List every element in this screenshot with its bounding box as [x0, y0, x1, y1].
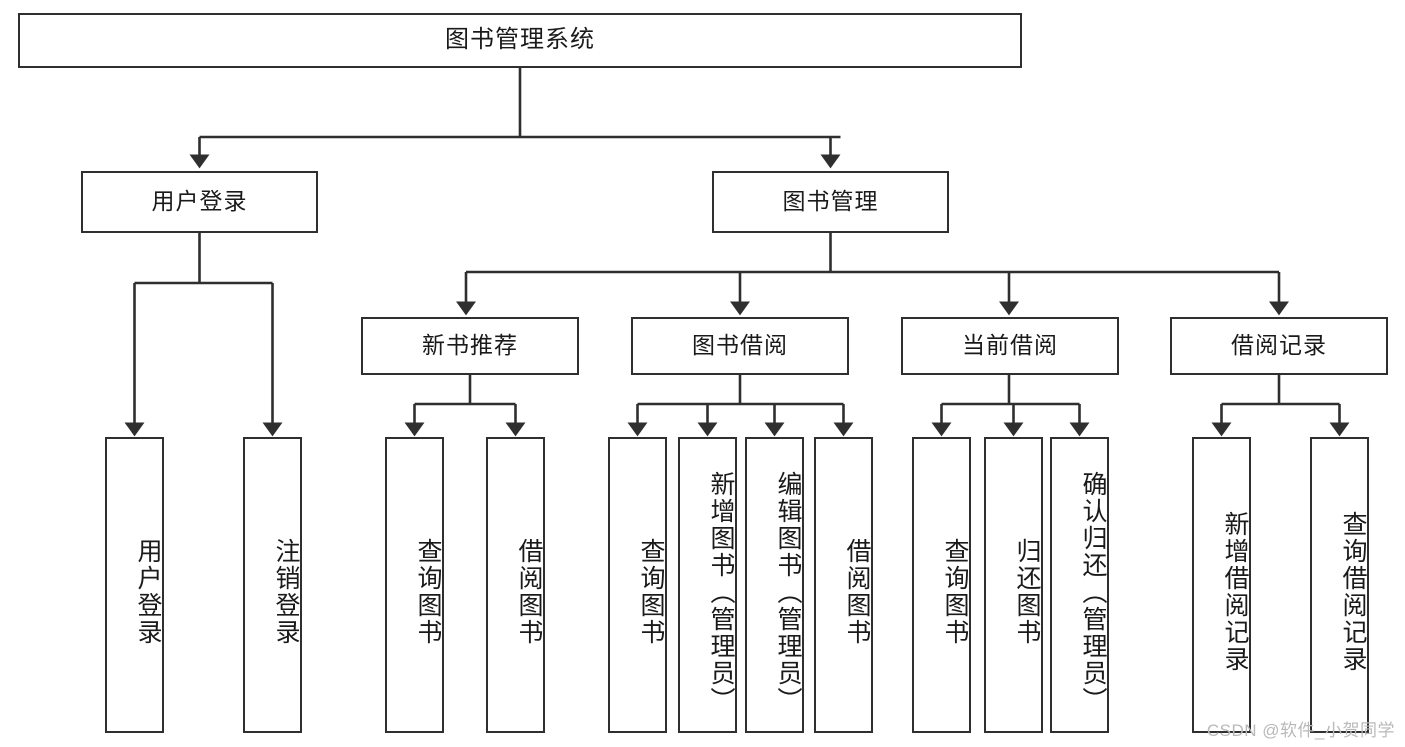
node-user-login[interactable]: 用户登录 [81, 171, 318, 233]
leaf-label: 查询图书 [637, 538, 665, 646]
node-leaf-return-book[interactable]: 归还图书 [984, 437, 1043, 733]
leaf-label: 归还图书 [1013, 538, 1041, 646]
node-root-system[interactable]: 图书管理系统 [18, 13, 1022, 68]
node-leaf-query-book-1[interactable]: 查询图书 [385, 437, 444, 733]
node-leaf-user-login[interactable]: 用户登录 [105, 437, 164, 733]
node-leaf-borrow-book-1[interactable]: 借阅图书 [486, 437, 545, 733]
leaf-label: 新增借阅记录 [1221, 511, 1249, 673]
node-leaf-query-borrow-record[interactable]: 查询借阅记录 [1310, 437, 1369, 733]
node-leaf-confirm-return-admin[interactable]: 确认归还（管理员） [1050, 437, 1109, 733]
leaf-label: 用户登录 [134, 538, 162, 646]
leaf-label: 查询图书 [941, 538, 969, 646]
leaf-label: 编辑图书（管理员） [774, 470, 802, 714]
node-book-management[interactable]: 图书管理 [712, 171, 949, 233]
leaf-label: 查询图书 [414, 538, 442, 646]
node-book-borrow[interactable]: 图书借阅 [631, 317, 849, 375]
node-leaf-edit-book-admin[interactable]: 编辑图书（管理员） [745, 437, 804, 733]
leaf-label: 注销登录 [272, 538, 300, 646]
leaf-label: 借阅图书 [843, 538, 871, 646]
leaf-label: 新增图书（管理员） [707, 470, 735, 714]
csdn-watermark: CSDN @软件_小贺同学 [1206, 721, 1395, 740]
node-leaf-add-borrow-record[interactable]: 新增借阅记录 [1192, 437, 1251, 733]
node-leaf-query-book-3[interactable]: 查询图书 [912, 437, 971, 733]
node-borrow-record[interactable]: 借阅记录 [1170, 317, 1388, 375]
node-leaf-query-book-2[interactable]: 查询图书 [608, 437, 667, 733]
node-leaf-add-book-admin[interactable]: 新增图书（管理员） [678, 437, 737, 733]
leaf-label: 确认归还（管理员） [1079, 470, 1107, 714]
leaf-label: 查询借阅记录 [1339, 511, 1367, 673]
leaf-label: 借阅图书 [515, 538, 543, 646]
node-new-book-recommend[interactable]: 新书推荐 [361, 317, 579, 375]
node-leaf-logout[interactable]: 注销登录 [243, 437, 302, 733]
node-current-borrow[interactable]: 当前借阅 [901, 317, 1119, 375]
node-leaf-borrow-book-2[interactable]: 借阅图书 [814, 437, 873, 733]
